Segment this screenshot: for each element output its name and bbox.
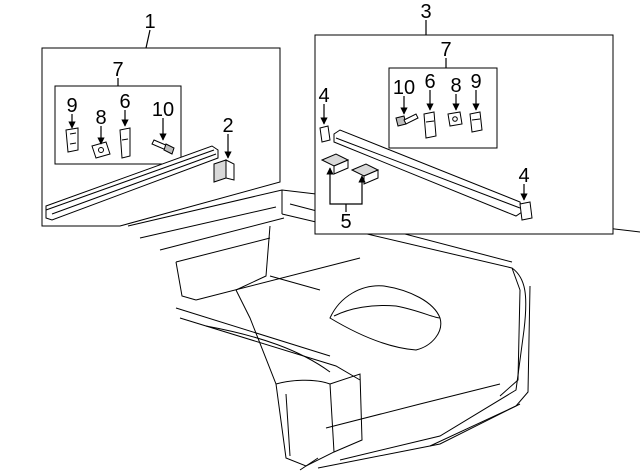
callout-10-left: 10: [152, 99, 174, 121]
support-part-5-b: [350, 163, 380, 185]
left-kit-panel: [41, 29, 281, 227]
callout-6-right: 6: [424, 71, 435, 93]
callout-7-left: 7: [112, 59, 123, 81]
callout-8-right: 8: [450, 75, 461, 97]
clip-part-6: [119, 127, 131, 159]
callout-7-right: 7: [440, 39, 451, 61]
clip-part-6: [423, 111, 437, 139]
bracket-part-9: [469, 111, 483, 133]
end-cap-part-4-right: [519, 201, 533, 221]
bolt-part-10: [151, 139, 175, 155]
callout-2: 2: [222, 115, 233, 137]
callout-1: 1: [144, 11, 155, 33]
callout-9-right: 9: [470, 71, 481, 93]
callout-4-right: 4: [518, 165, 529, 187]
right-kit-panel: [314, 20, 614, 235]
callout-3: 3: [420, 1, 431, 23]
hardware-inset-box: [388, 67, 498, 149]
support-part-5-a: [320, 153, 350, 175]
nut-plate-part-8: [447, 111, 463, 127]
callout-6-left: 6: [119, 91, 130, 113]
callout-4-left: 4: [318, 85, 329, 107]
truck-bed-illustration: [127, 189, 640, 471]
bracket-part-9: [65, 127, 79, 153]
callout-8-left: 8: [95, 107, 106, 129]
callout-5: 5: [340, 211, 351, 233]
callout-9-left: 9: [66, 95, 77, 117]
callout-10-right: 10: [393, 77, 415, 99]
end-cap-part-4-left: [319, 125, 331, 143]
side-rail-left: [45, 145, 219, 221]
pad-part-2: [213, 159, 235, 183]
callout-labels: 1 7 9 8 6 10 2 3 7 4 10 6 8 9 4 5: [66, 1, 529, 233]
bolt-part-10: [395, 113, 419, 127]
